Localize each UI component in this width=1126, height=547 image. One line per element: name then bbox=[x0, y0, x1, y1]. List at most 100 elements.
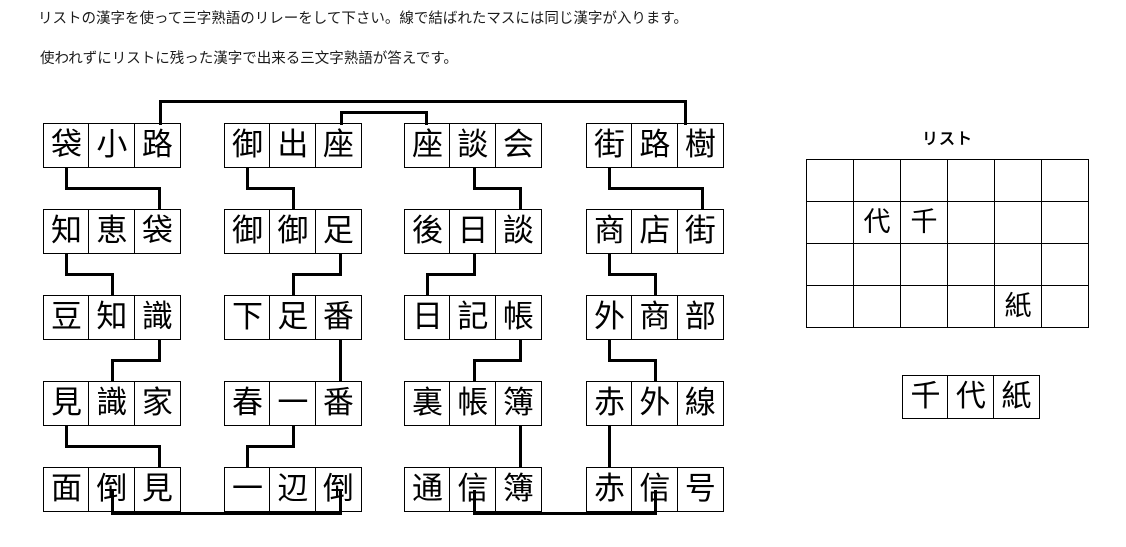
kanji-cell[interactable]: 会 bbox=[494, 123, 542, 168]
kanji-cell[interactable]: 春 bbox=[224, 381, 271, 426]
kanji-cell[interactable]: 恵 bbox=[88, 209, 136, 254]
kanji-cell[interactable]: 下 bbox=[224, 295, 271, 340]
kanji-cell[interactable]: 談 bbox=[449, 123, 497, 168]
kanji-cell[interactable]: 識 bbox=[133, 295, 181, 340]
list-cell[interactable] bbox=[947, 285, 995, 328]
list-cell[interactable] bbox=[853, 285, 901, 328]
list-cell[interactable] bbox=[853, 159, 901, 202]
connector-link bbox=[701, 187, 704, 209]
list-cell[interactable]: 紙 bbox=[994, 285, 1042, 328]
answer-cell[interactable]: 紙 bbox=[992, 375, 1040, 419]
kanji-cell[interactable]: 赤 bbox=[586, 381, 633, 426]
kanji-cell[interactable]: 簿 bbox=[494, 467, 542, 512]
kanji-cell[interactable]: 知 bbox=[43, 209, 90, 254]
connector-link bbox=[473, 512, 657, 515]
kanji-cell[interactable]: 外 bbox=[631, 381, 679, 426]
kanji-cell[interactable]: 出 bbox=[269, 123, 317, 168]
kanji-cell[interactable]: 簿 bbox=[494, 381, 542, 426]
list-cell[interactable] bbox=[947, 243, 995, 286]
kanji-cell[interactable]: 見 bbox=[43, 381, 90, 426]
list-cell[interactable] bbox=[806, 285, 854, 328]
list-cell[interactable]: 代 bbox=[853, 201, 901, 244]
kanji-cell[interactable]: 番 bbox=[314, 381, 362, 426]
kanji-cell[interactable]: 路 bbox=[631, 123, 679, 168]
kanji-cell[interactable]: 裏 bbox=[404, 381, 451, 426]
list-cell[interactable] bbox=[806, 201, 854, 244]
list-cell[interactable] bbox=[1041, 243, 1089, 286]
connector-link bbox=[111, 359, 114, 381]
kanji-cell[interactable]: 見 bbox=[133, 467, 181, 512]
kanji-cell[interactable]: 袋 bbox=[43, 123, 90, 168]
connector-link bbox=[65, 187, 161, 190]
kanji-cell[interactable]: 信 bbox=[449, 467, 497, 512]
list-cell[interactable] bbox=[900, 159, 948, 202]
kanji-cell[interactable]: 通 bbox=[404, 467, 451, 512]
kanji-cell[interactable]: 家 bbox=[133, 381, 181, 426]
kanji-cell[interactable]: 街 bbox=[676, 209, 724, 254]
list-cell[interactable] bbox=[994, 243, 1042, 286]
connector-link bbox=[608, 187, 704, 190]
answer-word-row: 千 代 紙 bbox=[902, 375, 1040, 419]
kanji-cell[interactable]: 一 bbox=[269, 381, 317, 426]
kanji-cell[interactable]: 豆 bbox=[43, 295, 90, 340]
answer-cell[interactable]: 千 bbox=[902, 375, 949, 419]
kanji-cell[interactable]: 座 bbox=[404, 123, 451, 168]
kanji-cell[interactable]: 外 bbox=[586, 295, 633, 340]
connector-link bbox=[473, 187, 522, 190]
list-cell[interactable] bbox=[947, 201, 995, 244]
kanji-cell[interactable]: 樹 bbox=[676, 123, 724, 168]
list-cell[interactable] bbox=[1041, 285, 1089, 328]
kanji-cell[interactable]: 後 bbox=[404, 209, 451, 254]
kanji-cell[interactable]: 店 bbox=[631, 209, 679, 254]
kanji-cell[interactable]: 談 bbox=[494, 209, 542, 254]
kanji-cell[interactable]: 商 bbox=[586, 209, 633, 254]
kanji-relay-puzzle: 袋 小 路 知 恵 袋 豆 知 識 見 識 家 面 倒 見 御 出 座 御 御 … bbox=[43, 100, 724, 515]
kanji-cell[interactable]: 辺 bbox=[269, 467, 317, 512]
kanji-cell[interactable]: 街 bbox=[586, 123, 633, 168]
kanji-cell[interactable]: 識 bbox=[88, 381, 136, 426]
kanji-cell[interactable]: 小 bbox=[88, 123, 136, 168]
kanji-cell[interactable]: 号 bbox=[676, 467, 724, 512]
kanji-cell[interactable]: 面 bbox=[43, 467, 90, 512]
kanji-cell[interactable]: 商 bbox=[631, 295, 679, 340]
word-row: 日 記 帳 bbox=[404, 295, 542, 340]
kanji-cell[interactable]: 帳 bbox=[494, 295, 542, 340]
kanji-cell[interactable]: 足 bbox=[269, 295, 317, 340]
list-cell[interactable]: 千 bbox=[900, 201, 948, 244]
kanji-cell[interactable]: 袋 bbox=[133, 209, 181, 254]
kanji-cell[interactable]: 番 bbox=[314, 295, 362, 340]
kanji-cell[interactable]: 御 bbox=[269, 209, 317, 254]
connector-link bbox=[65, 168, 68, 190]
instruction-line-1: リストの漢字を使って三字熟語のリレーをして下さい。線で結ばれたマスには同じ漢字が… bbox=[38, 11, 688, 27]
list-cell[interactable] bbox=[1041, 201, 1089, 244]
kanji-cell[interactable]: 御 bbox=[224, 123, 271, 168]
kanji-cell[interactable]: 座 bbox=[314, 123, 362, 168]
connector-link bbox=[158, 187, 161, 209]
kanji-cell[interactable]: 日 bbox=[449, 209, 497, 254]
list-cell[interactable] bbox=[853, 243, 901, 286]
list-cell[interactable] bbox=[947, 159, 995, 202]
kanji-cell[interactable]: 路 bbox=[133, 123, 181, 168]
kanji-cell[interactable]: 一 bbox=[224, 467, 271, 512]
list-cell[interactable] bbox=[806, 243, 854, 286]
kanji-cell[interactable]: 赤 bbox=[586, 467, 633, 512]
kanji-cell[interactable]: 記 bbox=[449, 295, 497, 340]
word-row: 下 足 番 bbox=[224, 295, 362, 340]
kanji-cell[interactable]: 足 bbox=[314, 209, 362, 254]
kanji-cell[interactable]: 線 bbox=[676, 381, 724, 426]
list-cell[interactable] bbox=[1041, 159, 1089, 202]
kanji-cell[interactable]: 日 bbox=[404, 295, 451, 340]
connector-link bbox=[339, 254, 342, 276]
list-cell[interactable] bbox=[806, 159, 854, 202]
answer-cell[interactable]: 代 bbox=[947, 375, 995, 419]
connector-link bbox=[426, 273, 429, 295]
list-cell[interactable] bbox=[994, 159, 1042, 202]
kanji-cell[interactable]: 倒 bbox=[314, 467, 362, 512]
list-cell[interactable] bbox=[900, 285, 948, 328]
kanji-cell[interactable]: 帳 bbox=[449, 381, 497, 426]
kanji-cell[interactable]: 御 bbox=[224, 209, 271, 254]
kanji-cell[interactable]: 部 bbox=[676, 295, 724, 340]
list-cell[interactable] bbox=[900, 243, 948, 286]
kanji-cell[interactable]: 知 bbox=[88, 295, 136, 340]
list-cell[interactable] bbox=[994, 201, 1042, 244]
